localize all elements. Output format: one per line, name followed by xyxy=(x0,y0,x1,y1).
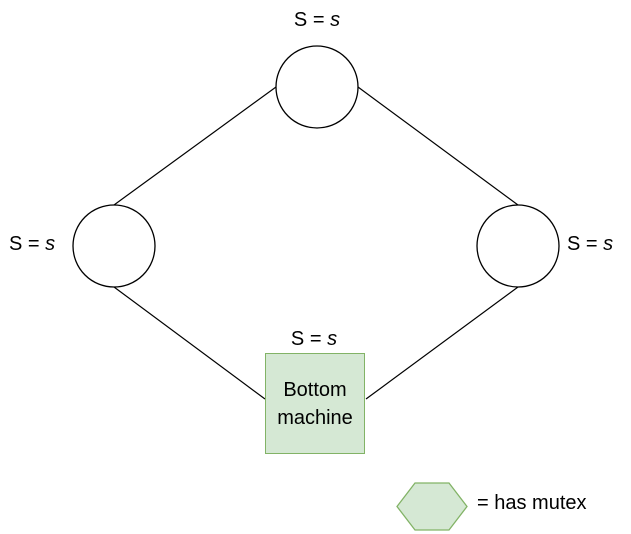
edge-right-bottom xyxy=(365,286,519,400)
label-bottom-state: S = s xyxy=(234,327,394,351)
state-prefix: S = xyxy=(9,233,46,255)
state-var: s xyxy=(603,233,614,255)
label-top-state: S = s xyxy=(237,8,397,32)
legend-label: = has mutex xyxy=(477,492,587,514)
node-bottom-machine: Bottom machine xyxy=(265,353,365,454)
node-left-machine xyxy=(72,204,156,288)
state-var: s xyxy=(45,233,56,255)
label-left-state: S = s xyxy=(9,232,55,256)
edge-top-left xyxy=(113,86,277,206)
node-top-machine xyxy=(275,45,359,129)
state-prefix: S = xyxy=(293,9,331,31)
label-right-state: S = s xyxy=(567,232,613,256)
state-var: s xyxy=(327,328,338,350)
state-prefix: S = xyxy=(567,233,604,255)
edge-left-bottom xyxy=(113,286,266,400)
node-right-machine xyxy=(476,204,560,288)
legend-hexagon-icon xyxy=(396,482,468,531)
edge-top-right xyxy=(357,86,519,206)
state-prefix: S = xyxy=(290,328,328,350)
bottom-machine-name: Bottom machine xyxy=(277,378,353,429)
state-var: s xyxy=(330,9,341,31)
